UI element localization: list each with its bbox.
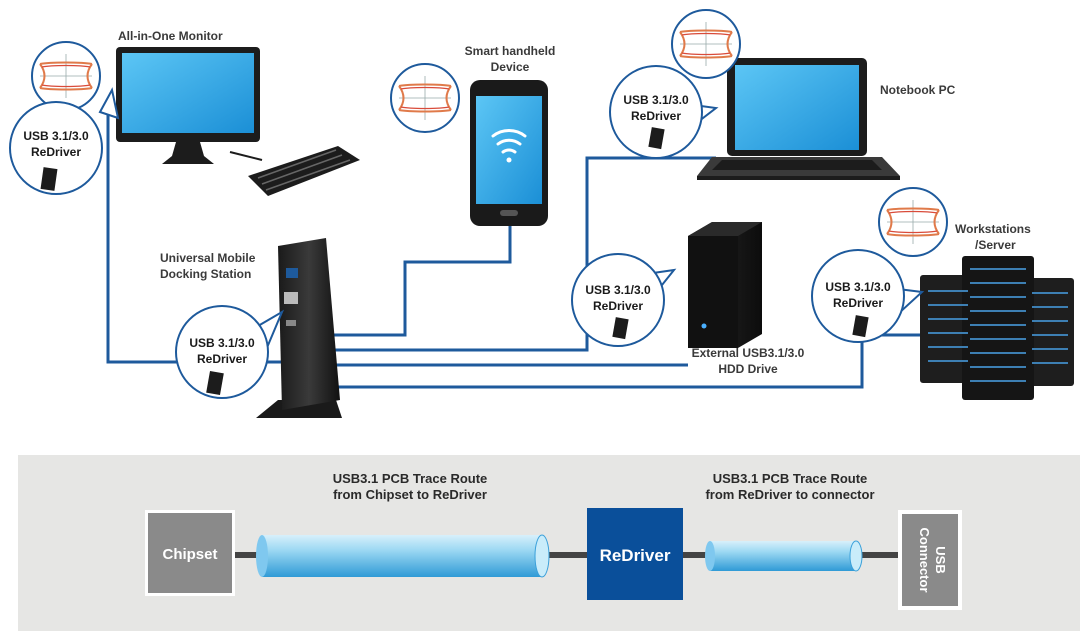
trace-tube-chipset-to-redriver — [256, 534, 550, 578]
universal-mobile-docking-station: Universal Mobile Docking Station — [160, 238, 342, 418]
wifi-icon — [491, 129, 527, 163]
redriver-bubble-dock: USB 3.1/3.0 ReDriver — [175, 305, 285, 399]
trace-pin — [682, 552, 710, 558]
smart-handheld-device: Smart handheld Device — [465, 44, 556, 226]
route1-title-line1: USB3.1 PCB Trace Route — [333, 471, 488, 486]
phone-home-button — [500, 210, 518, 216]
redriver-bubble-server: USB 3.1/3.0 ReDriver — [811, 249, 925, 343]
server-led-strip — [928, 290, 968, 292]
dock-body — [278, 238, 340, 410]
server-led-strip — [1032, 362, 1068, 364]
cable-server — [298, 333, 925, 389]
redriver-chip-icon — [206, 370, 224, 396]
dock-ethernet-port — [284, 292, 298, 304]
server-led-strip — [928, 360, 968, 362]
server-left — [920, 275, 972, 383]
notebook-pc: Notebook PC — [697, 58, 956, 180]
external-hdd-drive: External USB3.1/3.0 HDD Drive — [688, 222, 805, 376]
phone-label-line1: Smart handheld — [465, 44, 556, 58]
trace-pin — [860, 552, 902, 558]
server-led-strip — [1032, 292, 1068, 294]
redriver-bubble-line1: USB 3.1/3.0 — [825, 280, 891, 294]
dock-label-line2: Docking Station — [160, 267, 251, 281]
server-led-strip — [928, 346, 968, 348]
cable-phone — [298, 220, 512, 337]
hdd-label-line1: External USB3.1/3.0 — [692, 346, 805, 360]
server-label-line2: /Server — [975, 238, 1016, 252]
server-status-lights — [928, 268, 1068, 382]
route2-title-line1: USB3.1 PCB Trace Route — [713, 471, 868, 486]
redriver-bubble-line1: USB 3.1/3.0 — [623, 93, 689, 107]
server-led-strip — [970, 338, 1026, 340]
chipset-label: Chipset — [162, 546, 217, 563]
redriver-bubble-line1: USB 3.1/3.0 — [189, 336, 255, 350]
eye-diagram-phone — [390, 63, 460, 133]
dock-base — [256, 400, 342, 418]
redriver-bubble-line2: ReDriver — [593, 299, 643, 313]
trace-pin — [548, 552, 588, 558]
route2-title-line2: from ReDriver to connector — [705, 487, 874, 502]
server-led-strip — [1032, 306, 1068, 308]
server-led-strip — [1032, 320, 1068, 322]
server-led-strip — [1032, 348, 1068, 350]
monitor-label: All-in-One Monitor — [118, 29, 223, 43]
redriver-bubble-line1: USB 3.1/3.0 — [585, 283, 651, 297]
redriver-bubble-line2: ReDriver — [197, 352, 247, 366]
route1-title-line2: from Chipset to ReDriver — [333, 487, 487, 502]
keyboard-icon — [229, 146, 360, 196]
trace-tube-redriver-to-connector — [705, 540, 863, 572]
server-led-strip — [928, 318, 968, 320]
server-led-strip — [928, 304, 968, 306]
eye-diagram-server — [878, 187, 948, 257]
redriver-label: ReDriver — [600, 546, 671, 565]
redriver-bubble-line2: ReDriver — [833, 296, 883, 310]
redriver-chip-icon — [852, 315, 869, 338]
eye-diagram-monitor — [31, 41, 101, 111]
redriver-chip-icon — [648, 127, 665, 150]
monitor-screen — [122, 53, 254, 133]
notebook-screen — [735, 65, 859, 150]
redriver-bubble-hdd: USB 3.1/3.0 ReDriver — [571, 253, 677, 347]
redriver-bubble-line1: USB 3.1/3.0 — [23, 129, 89, 143]
server-led-strip — [928, 332, 968, 334]
server-led-strip — [970, 380, 1026, 382]
dock-usb-port-1 — [286, 268, 298, 278]
redriver-bubble-monitor: USB 3.1/3.0 ReDriver — [9, 87, 120, 195]
phone-label-line2: Device — [491, 60, 530, 74]
server-led-strip — [970, 352, 1026, 354]
redriver-bubble-notebook: USB 3.1/3.0 ReDriver — [609, 65, 719, 159]
server-label-line1: Workstations — [955, 222, 1031, 236]
redriver-bubble-line2: ReDriver — [31, 145, 81, 159]
connector-label-line1: USB — [933, 546, 948, 573]
redriver-bubble-line2: ReDriver — [631, 109, 681, 123]
server-led-strip — [970, 268, 1026, 270]
hdd-led — [701, 323, 707, 329]
eye-diagram-notebook — [671, 9, 741, 79]
notebook-label: Notebook PC — [880, 83, 956, 97]
server-center — [962, 256, 1034, 400]
redriver-chip-icon — [612, 317, 629, 340]
server-led-strip — [1032, 334, 1068, 336]
all-in-one-monitor: All-in-One Monitor — [116, 29, 360, 196]
server-led-strip — [970, 366, 1026, 368]
server-led-strip — [970, 310, 1026, 312]
redriver-chip-icon — [40, 167, 58, 191]
server-led-strip — [970, 324, 1026, 326]
server-led-strip — [970, 282, 1026, 284]
workstations-server: Workstations /Server — [920, 222, 1074, 400]
hdd-label-line2: HDD Drive — [718, 362, 778, 376]
monitor-stand — [162, 142, 214, 164]
pcb-trace-route-panel: USB3.1 PCB Trace Route from Chipset to R… — [18, 455, 1080, 631]
server-right — [1026, 278, 1074, 386]
trace-pin — [235, 552, 261, 558]
redriver-box — [587, 508, 683, 600]
server-led-strip — [970, 296, 1026, 298]
connector-label-line2: Connector — [917, 528, 932, 593]
dock-label-line1: Universal Mobile — [160, 251, 256, 265]
